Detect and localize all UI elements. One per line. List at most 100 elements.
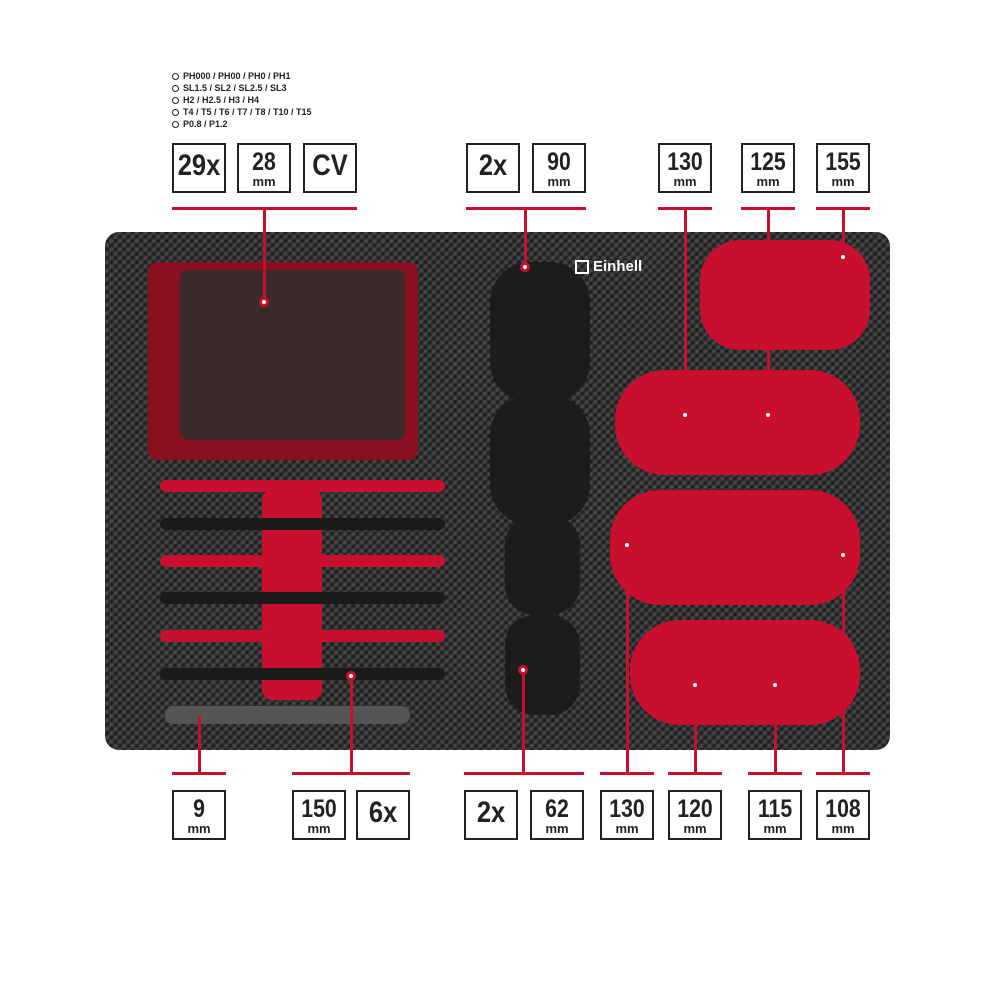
label-value: 125 <box>750 148 786 176</box>
callout-dot <box>770 680 780 690</box>
label-value: 9 <box>193 795 205 823</box>
clamp <box>505 615 580 715</box>
callout-line <box>774 685 777 774</box>
label-unit: mm <box>756 174 780 189</box>
label-value: 90 <box>547 148 571 176</box>
legend-row: PH000 / PH00 / PH0 / PH1 <box>172 70 312 82</box>
callout-line <box>767 207 770 415</box>
callout-dot <box>520 262 530 272</box>
utility-knife <box>165 706 410 724</box>
pozidriv-icon <box>172 121 179 128</box>
pliers-pocket <box>610 490 860 605</box>
label-unit: mm <box>252 174 276 189</box>
callout-dot <box>346 671 356 681</box>
callout-line <box>694 685 697 774</box>
label-value: 130 <box>667 148 703 176</box>
pliers-pocket <box>630 620 860 725</box>
clamp <box>490 262 590 402</box>
label-value: 29x <box>177 149 221 182</box>
torx-icon <box>172 109 179 116</box>
slotted-icon <box>172 85 179 92</box>
label-box: 2x <box>466 143 520 193</box>
label-unit: mm <box>307 821 331 836</box>
label-box: CV <box>303 143 357 193</box>
label-value: 62 <box>545 795 569 823</box>
screwdriver <box>160 592 445 604</box>
label-value: 155 <box>825 148 861 176</box>
screwdriver <box>160 480 445 492</box>
label-box: 29x <box>172 143 226 193</box>
label-value: 108 <box>825 795 861 823</box>
clamp <box>490 395 590 525</box>
callout-line <box>263 207 266 302</box>
pliers-pocket <box>615 370 860 475</box>
callout-dot <box>680 410 690 420</box>
callout-line <box>350 676 353 774</box>
legend-text: PH000 / PH00 / PH0 / PH1 <box>183 71 291 81</box>
callout-dot <box>622 540 632 550</box>
callout-line <box>524 207 527 267</box>
label-unit: mm <box>831 821 855 836</box>
callout-dot <box>518 665 528 675</box>
label-value: 2x <box>478 149 508 182</box>
legend-text: T4 / T5 / T6 / T7 / T8 / T10 / T15 <box>183 107 312 117</box>
callout-line <box>198 716 201 774</box>
label-box: 6x <box>356 790 410 840</box>
legend-row: T4 / T5 / T6 / T7 / T8 / T10 / T15 <box>172 106 312 118</box>
label-unit: mm <box>615 821 639 836</box>
callout-dot <box>690 680 700 690</box>
label-unit: mm <box>545 821 569 836</box>
screwdriver <box>160 668 445 680</box>
label-value: 115 <box>757 795 793 823</box>
screwdriver <box>160 630 445 642</box>
label-unit: mm <box>673 174 697 189</box>
callout-line <box>522 670 525 774</box>
callout-line <box>842 207 845 257</box>
brand-logo: Einhell <box>575 258 642 275</box>
label-value: 120 <box>677 795 713 823</box>
legend-row: SL1.5 / SL2 / SL2.5 / SL3 <box>172 82 312 94</box>
phillips-icon <box>172 73 179 80</box>
label-unit: mm <box>763 821 787 836</box>
callout-line <box>626 545 629 774</box>
callout-dot <box>259 297 269 307</box>
label-value: 130 <box>609 795 645 823</box>
clamp <box>505 515 580 615</box>
label-value: 150 <box>301 795 337 823</box>
label-unit: mm <box>547 174 571 189</box>
label-value: CV <box>312 149 348 182</box>
legend-text: SL1.5 / SL2 / SL2.5 / SL3 <box>183 83 287 93</box>
label-value: 6x <box>368 796 398 829</box>
hex-icon <box>172 97 179 104</box>
label-box: 2x <box>464 790 518 840</box>
screwdriver <box>160 518 445 530</box>
bit-case-interior <box>180 270 405 440</box>
label-value: 2x <box>476 796 506 829</box>
brand-name: Einhell <box>593 258 643 275</box>
screwdriver <box>160 555 445 567</box>
legend-text: H2 / H2.5 / H3 / H4 <box>183 95 260 105</box>
callout-line <box>842 555 845 774</box>
legend-row: H2 / H2.5 / H3 / H4 <box>172 94 312 106</box>
label-unit: mm <box>831 174 855 189</box>
callout-line <box>684 207 687 415</box>
label-unit: mm <box>683 821 707 836</box>
bit-legend: PH000 / PH00 / PH0 / PH1 SL1.5 / SL2 / S… <box>172 70 312 130</box>
label-value: 28 <box>252 148 276 176</box>
label-unit: mm <box>187 821 211 836</box>
callout-dot <box>838 252 848 262</box>
callout-dot <box>838 550 848 560</box>
callout-dot <box>763 410 773 420</box>
